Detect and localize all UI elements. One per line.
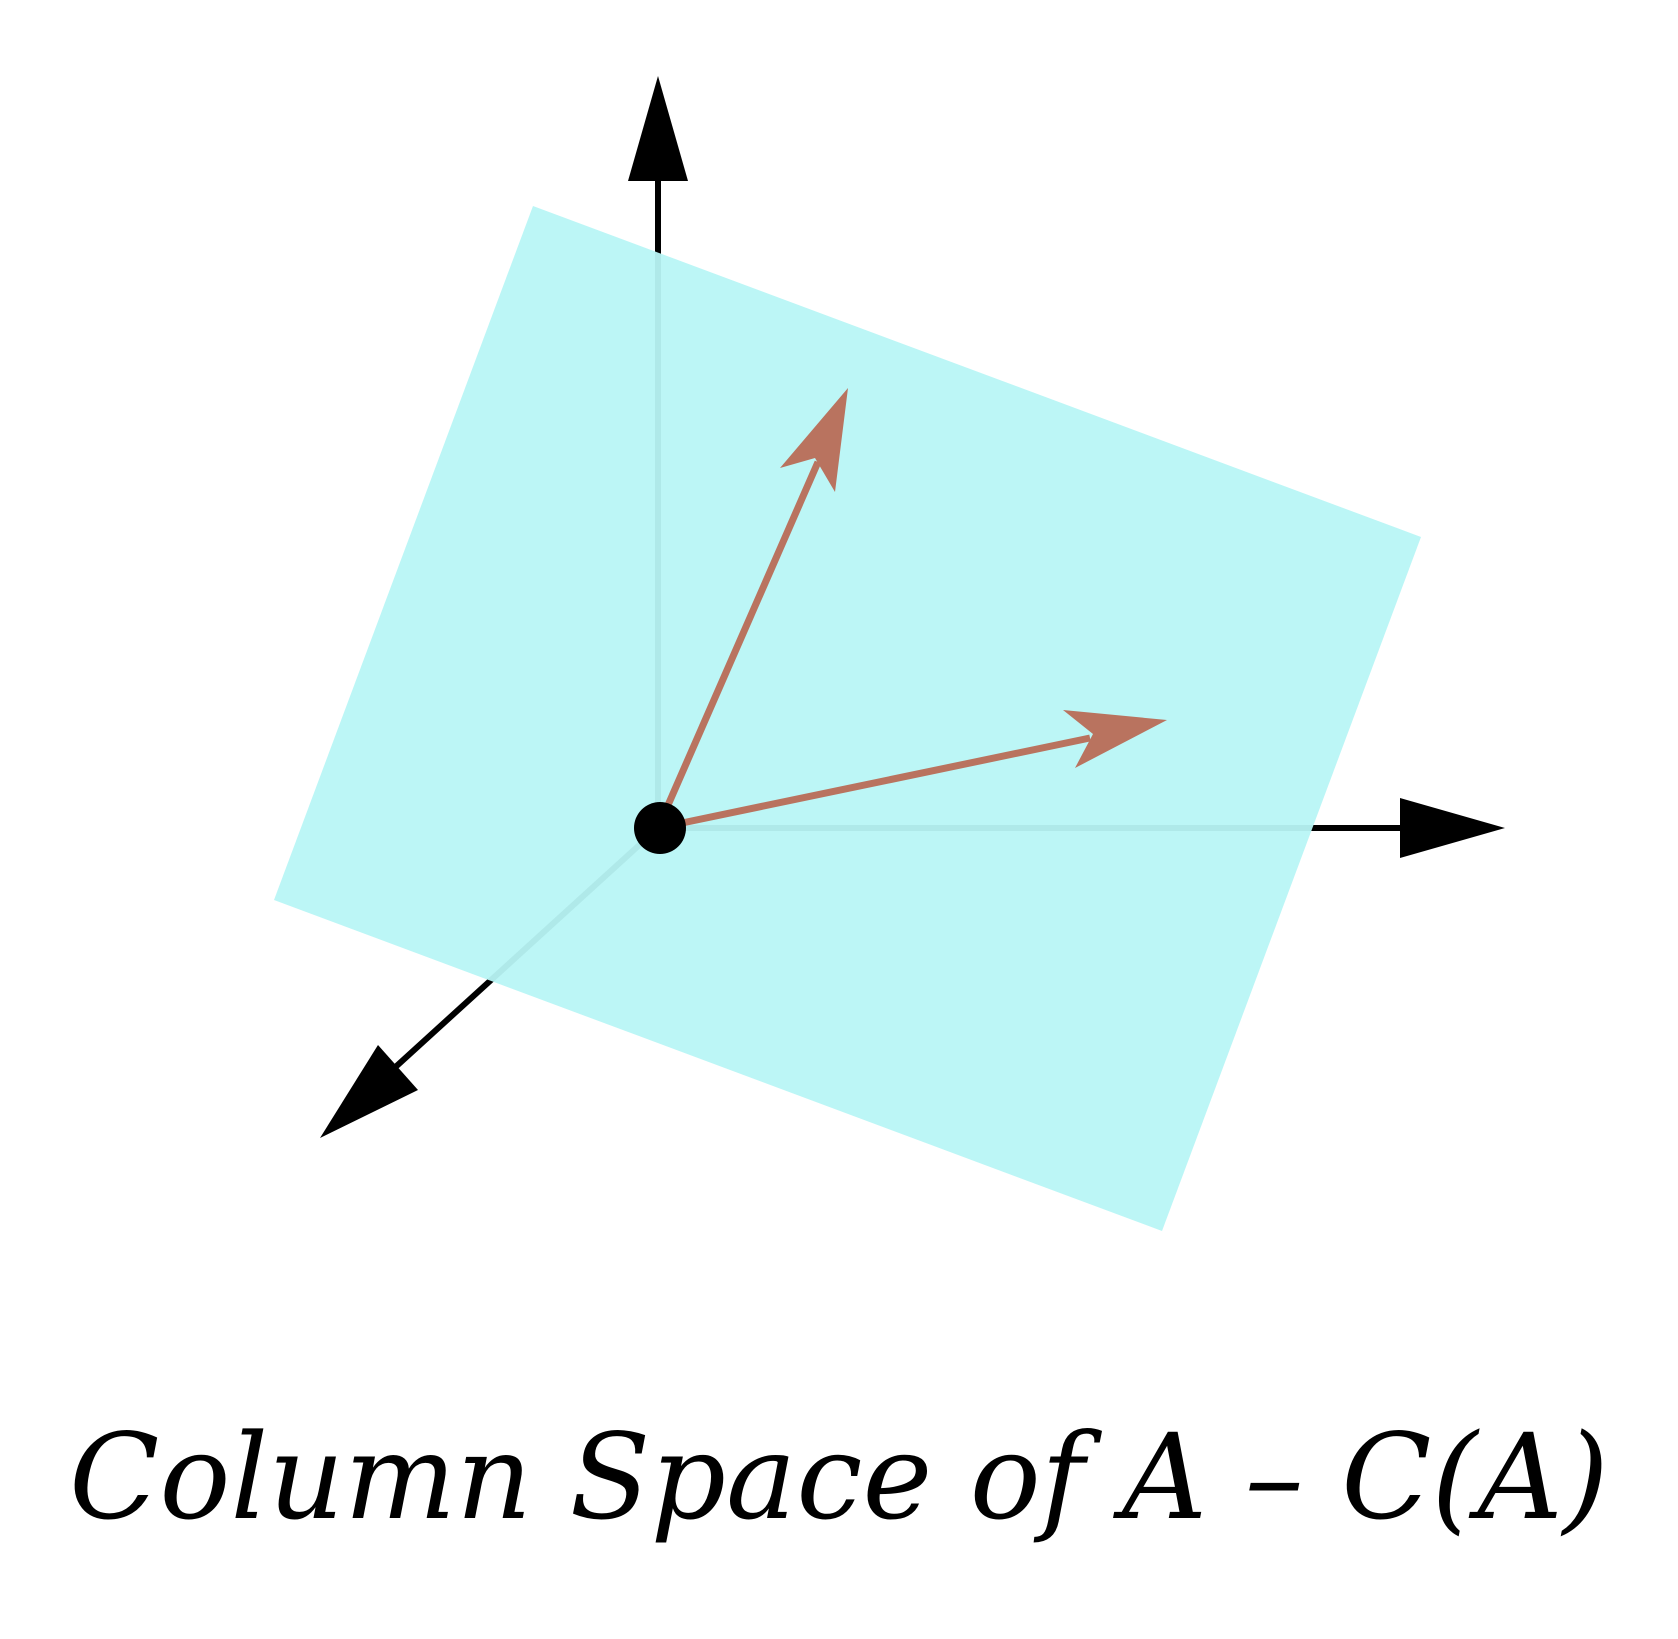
column-vector-1-line <box>654 460 822 830</box>
origin-point <box>634 802 686 854</box>
column-vectors <box>654 388 1167 832</box>
diagram-caption: Column Space of A – C(A) <box>69 1408 1609 1546</box>
x-axis-arrowhead <box>1400 798 1505 858</box>
y-axis-arrowhead <box>320 1045 418 1138</box>
column-vector-2-arrowhead <box>1063 710 1167 768</box>
column-vector-2-line <box>657 734 1091 832</box>
column-vector-1-arrowhead <box>780 388 848 492</box>
z-axis-arrowhead <box>628 76 688 181</box>
column-space-plane <box>274 206 1421 1231</box>
